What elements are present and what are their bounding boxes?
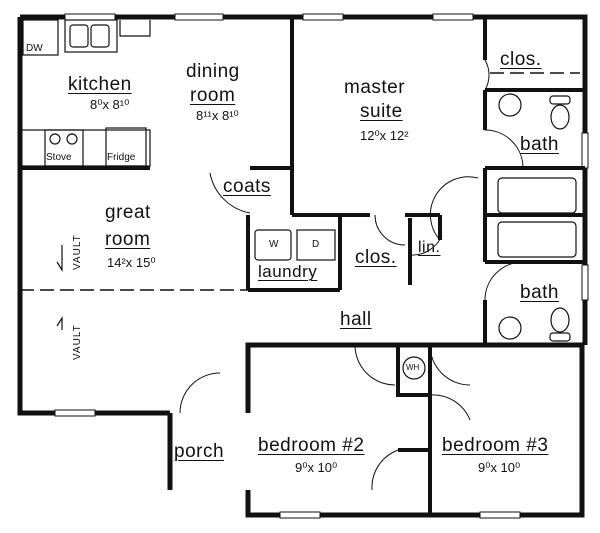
vault-label-1: VAULT (72, 234, 83, 270)
linen-label: lin. (418, 239, 441, 256)
hall-closet-label: clos. (355, 247, 397, 268)
fridge-label: Fridge (107, 152, 136, 163)
dryer-label: D (312, 239, 320, 250)
bath-2-label: bath (520, 282, 559, 303)
bath-1-label: bath (520, 134, 559, 155)
dishwasher-label: DW (26, 43, 43, 54)
dining-size: 8¹¹x 8¹⁰ (196, 108, 239, 123)
master-closet-label: clos. (500, 49, 542, 70)
bedroom-3-label: bedroom #3 (442, 435, 549, 456)
great-room-label-1: great (105, 202, 151, 223)
bedroom-2-size: 9⁰x 10⁰ (295, 460, 338, 475)
hall-label: hall (340, 309, 372, 330)
great-room-size: 14²x 15⁰ (107, 255, 156, 270)
bedroom-3-size: 9⁰x 10⁰ (478, 460, 521, 475)
vault-label-2: VAULT (72, 324, 83, 360)
porch-label: porch (174, 441, 225, 462)
laundry-label: laundry (258, 262, 318, 281)
kitchen-size: 8⁰x 8¹⁰ (90, 97, 130, 112)
interior-walls (20, 17, 585, 515)
stove-label: Stove (46, 152, 72, 163)
master-size: 12⁰x 12² (360, 128, 409, 143)
washer-label: W (269, 239, 279, 250)
master-label-1: master (344, 77, 406, 98)
dining-label-2: room (190, 85, 236, 106)
coats-label: coats (223, 176, 271, 197)
kitchen-label: kitchen (68, 74, 132, 95)
dining-label-1: dining (186, 61, 240, 82)
water-heater-label: WH (406, 363, 420, 372)
bedroom-2-label: bedroom #2 (258, 435, 365, 456)
great-room-label-2: room (105, 229, 151, 250)
master-label-2: suite (360, 101, 403, 122)
